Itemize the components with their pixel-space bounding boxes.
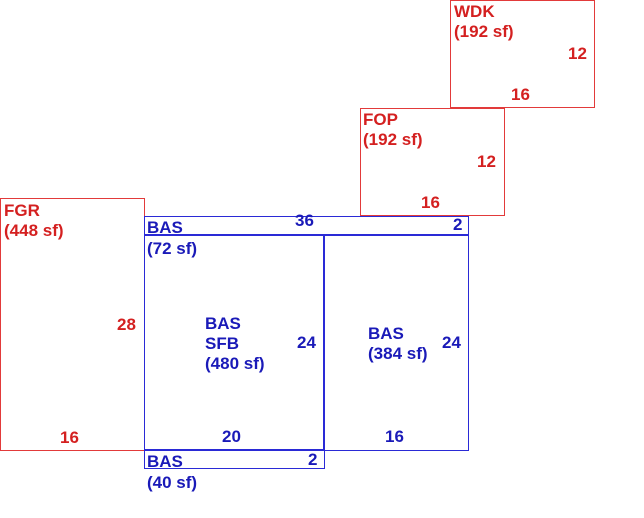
fgr-side-dimension: 28 xyxy=(117,315,136,334)
bas-main-area: (480 sf) xyxy=(205,354,265,373)
bas-top-dimension: 36 xyxy=(295,211,314,230)
wdk-area: (192 sf) xyxy=(454,22,514,41)
bas-main-outline xyxy=(144,234,325,451)
bas-top-side-dimension: 2 xyxy=(453,215,463,234)
bas-main-code: BAS xyxy=(205,314,241,333)
fgr-area: (448 sf) xyxy=(4,221,64,240)
bas-top-code: BAS xyxy=(147,218,183,237)
bas-right-outline xyxy=(323,234,469,451)
fop-area: (192 sf) xyxy=(363,130,423,149)
bas-top-outline xyxy=(144,216,469,236)
wdk-code: WDK xyxy=(454,2,495,21)
fop-bottom-dimension: 16 xyxy=(421,193,440,212)
wdk-bottom-dimension: 16 xyxy=(511,85,530,104)
fop-code: FOP xyxy=(363,110,398,129)
fop-side-dimension: 12 xyxy=(477,152,496,171)
wdk-side-dimension: 12 xyxy=(568,44,587,63)
bas-bottom-side-dimension: 2 xyxy=(308,450,318,469)
bas-main-side-dimension: 24 xyxy=(297,333,316,352)
bas-bottom-code: BAS xyxy=(147,452,183,471)
bas-bottom-outline xyxy=(144,449,325,469)
bas-right-bottom-dimension: 16 xyxy=(385,427,404,446)
fgr-code: FGR xyxy=(4,201,40,220)
bas-top-area: (72 sf) xyxy=(147,239,198,258)
fop-outline xyxy=(360,108,505,216)
bas-right-code: BAS xyxy=(368,324,404,343)
bas-right-side-dimension: 24 xyxy=(442,333,461,352)
fgr-bottom-dimension: 16 xyxy=(60,428,79,447)
bas-bottom-area: (40 sf) xyxy=(147,473,198,492)
bas-main-subcode: SFB xyxy=(205,334,239,353)
wdk-outline xyxy=(450,0,595,108)
bas-main-bottom-dimension: 20 xyxy=(222,427,241,446)
bas-right-area: (384 sf) xyxy=(368,344,428,363)
